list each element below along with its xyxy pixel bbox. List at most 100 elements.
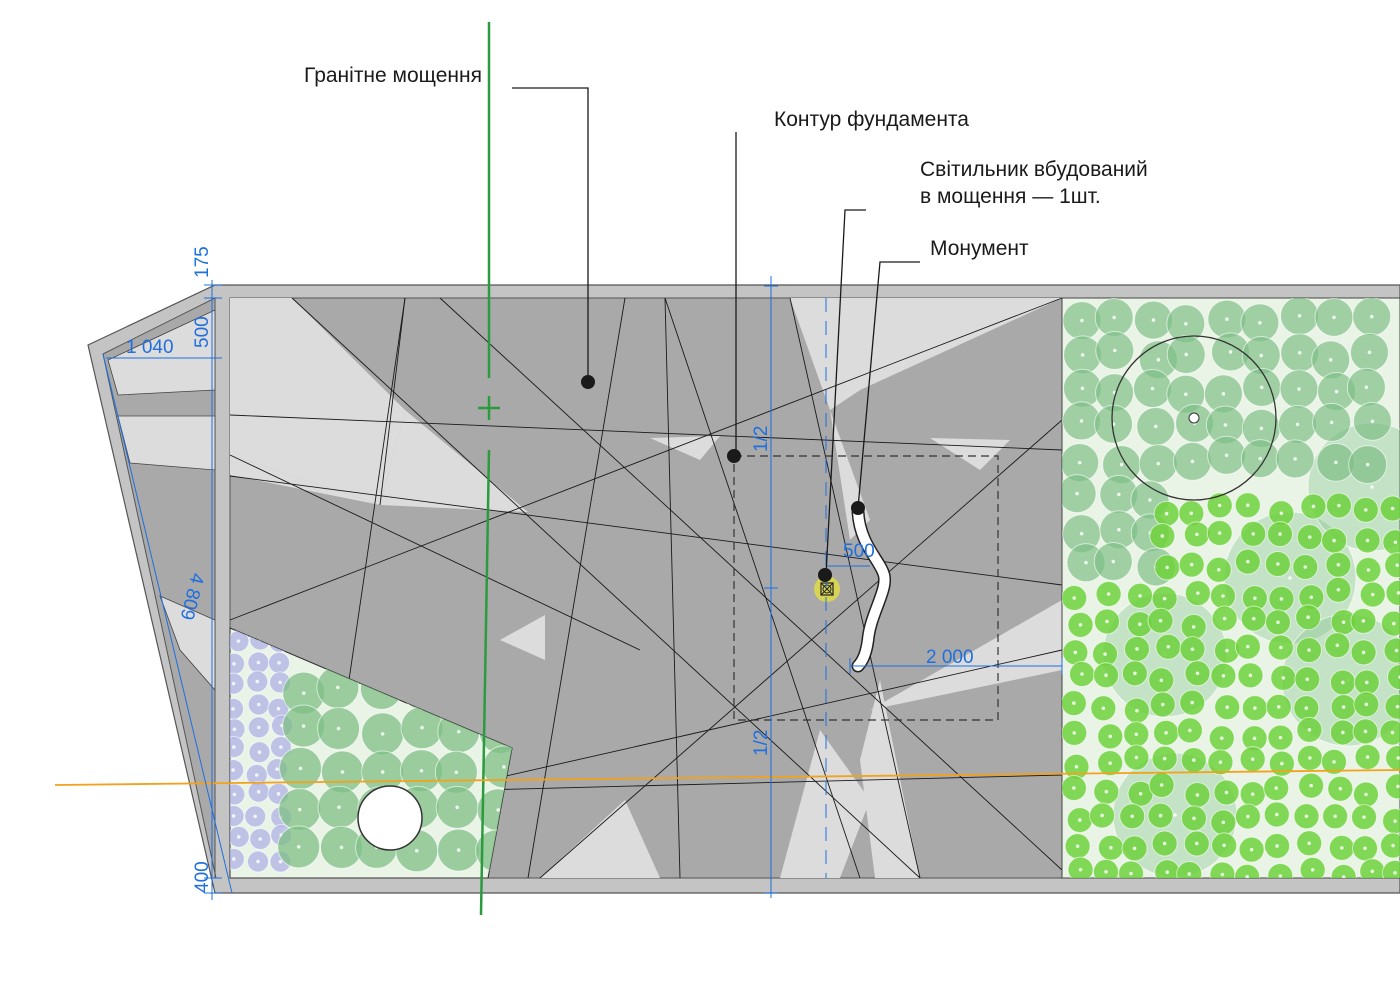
shrub-bright-center [1162,596,1167,601]
shrub-bright-center [1246,644,1250,649]
shrub-dark-center [337,805,341,809]
shrub-bright-center [1187,872,1192,876]
shrub-dark-center [1334,389,1339,394]
shrub-bright-center [1364,792,1368,797]
shrub-dark-center [1111,559,1116,564]
shrub-bright-center [1341,875,1346,878]
shrub-bright-center [1335,643,1340,648]
shrub-bright-center [1310,868,1315,872]
shrub-bright-center [1246,814,1250,819]
shrub-bright-center [1160,702,1165,707]
shrub-bright-center [1278,874,1283,878]
shrub-bright-center [1195,793,1200,797]
shrub-bright-center [1072,731,1077,735]
shrub-bright-center [1196,591,1200,595]
dim-1040: 1 040 [126,337,174,358]
shrub-dark-center [1183,321,1188,326]
orange-axis [54,769,1400,786]
shrub-bright-center [1162,841,1167,846]
shrub-bright [1379,495,1400,522]
shrub-dark-center [1297,351,1302,355]
shrub-bright-center [1341,730,1345,735]
shrub-bright-center [1106,592,1111,596]
shrub-dark-center [454,770,459,775]
shrub-lilac-center [258,837,263,841]
shrub-dark-center [1258,456,1263,461]
shrub-bright-center [1192,758,1196,762]
shrub-bright-center [1159,678,1164,683]
shrub-bright-center [1216,568,1221,572]
embedded-light [814,576,840,602]
shrub-bright-center [1108,734,1113,739]
shrub-bright-center [1306,615,1310,620]
shrub-bright-center [1132,846,1137,851]
shrub-bright-center [1276,620,1280,625]
shrub-lilac-center [276,706,281,711]
shrub-bright-center [1364,702,1369,707]
shrub-dark-center [1112,348,1117,353]
shrub-bright-center [1395,704,1400,709]
shrub-dark-center [414,848,419,853]
shrub-lilac-center [276,792,281,796]
shrub-bright-center [1305,677,1310,682]
shrub-bright-center [1279,645,1283,650]
shrub-dark-center [1190,459,1195,464]
shrub-bright [1299,856,1326,878]
shrub-bright-center [1370,592,1375,597]
shrub-bright-center [1333,814,1337,819]
shrub-lilac-center [256,660,261,665]
shrub-bright-center [1395,563,1400,568]
shrub-bright-center [1080,672,1084,676]
shrub-bright [1384,552,1400,579]
shrub-bright [1379,719,1400,746]
shrub-bright-center [1165,870,1170,874]
shrub-bright-center [1225,705,1230,709]
shrub-dark-center [1079,531,1084,536]
shrub-dark-center [1079,419,1084,423]
shrub-bright-center [1304,706,1309,710]
shrub-bright-center [1246,503,1250,508]
shrub-dark-center [297,807,302,812]
shrub-bright-center [1362,815,1366,819]
shrub-bright-center [1248,673,1253,678]
shrub-bright-center [1222,616,1227,621]
shrub-bright-center [1189,562,1194,567]
shrub-lilac-center [256,702,261,707]
shrub-dark-center [340,770,345,774]
shrub-dark-center [336,685,340,690]
shrub-bright [1118,860,1144,878]
leader-dots [581,375,865,582]
shrub-bright-center [1337,503,1341,508]
shrub-dark [1062,474,1097,514]
shrub-bright-center [1332,538,1336,543]
shrub-bright-center [1078,867,1083,872]
shrub-bright-center [1249,847,1254,852]
shrub-lilac-center [278,680,282,685]
shrub-bright-center [1191,625,1196,629]
shrub-dark-center [1156,357,1161,362]
shrub-bright-center [1074,764,1079,769]
shrub-lilac-center [254,773,259,777]
shrub-bright-center [1366,568,1371,572]
shrub-bright [1380,832,1400,859]
shrub-dark-center [419,768,424,773]
shrub-bright [1385,579,1400,606]
shrub-bright-center [1135,647,1139,651]
shrub-bright-center [1218,760,1223,765]
shrub-bright-center [1192,816,1196,821]
shrub-bright-center [1225,648,1229,653]
shrub-bright-center [1332,760,1336,764]
shrub-bright-center [1336,587,1341,592]
shrub-dark-center [456,848,461,852]
shrub-bright-center [1365,538,1370,543]
shrub-dark-center [1075,491,1079,496]
shrub-bright-center [1365,755,1370,759]
shrub-bright-center [1104,870,1108,874]
shrub-lilac-center [231,707,235,711]
shrub-bright-center [1303,565,1308,569]
shrub-bright-center [1307,728,1312,732]
shrub-bright-center [1073,650,1078,655]
shrub-bright-center [1275,844,1279,848]
shrub-bright-center [1311,504,1316,509]
shrub-dark-center [1334,460,1338,465]
